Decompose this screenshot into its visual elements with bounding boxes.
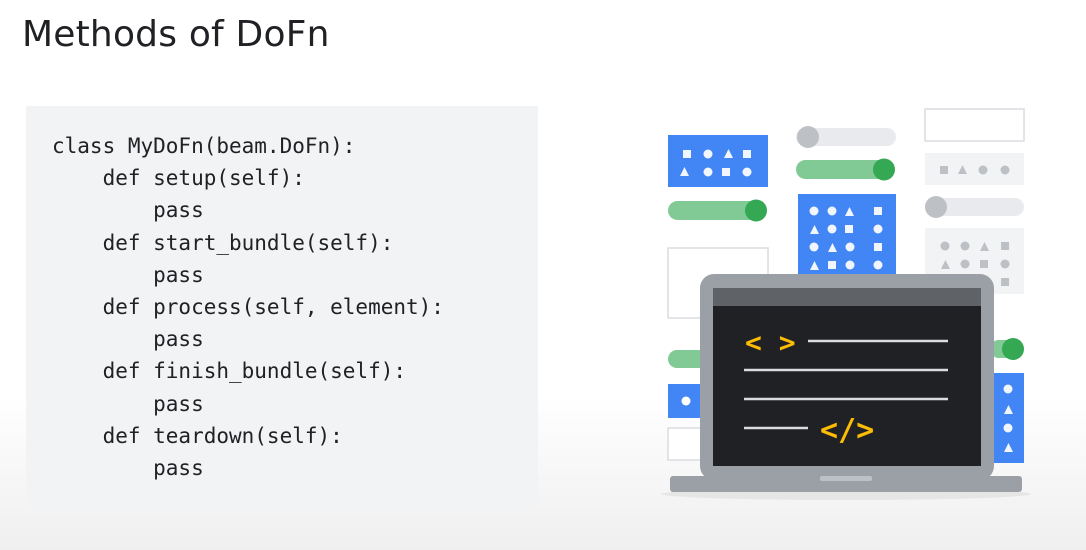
laptop-illustration: < > </>: [640, 100, 1040, 510]
code-line: pass: [52, 198, 204, 223]
code-line: pass: [52, 391, 204, 416]
outline-box-top-right: [924, 108, 1025, 142]
toggle-left: [668, 199, 767, 222]
toggle-top-middle: [796, 126, 896, 148]
blue-tile-right-lower: [994, 373, 1024, 463]
blue-shapes-card-left: [668, 135, 768, 187]
code-open-glyph: < >: [745, 326, 796, 359]
code-block: class MyDoFn(beam.DoFn): def setup(self)…: [52, 130, 444, 484]
code-line: def teardown(self):: [52, 423, 343, 448]
toggle-right-lower: [990, 338, 1024, 360]
blue-shapes-card-middle: [798, 194, 896, 276]
gray-shapes-card-right: [925, 153, 1024, 185]
code-line: def start_bundle(self):: [52, 230, 394, 255]
toggle-left-lower: [668, 350, 708, 368]
code-close-glyph: </>: [820, 413, 874, 448]
toggle-right: [925, 196, 1024, 218]
code-line: pass: [52, 327, 204, 352]
code-panel: class MyDoFn(beam.DoFn): def setup(self)…: [26, 106, 538, 509]
code-line: pass: [52, 456, 204, 481]
blue-tile-left-lower: [668, 384, 706, 418]
code-line: class MyDoFn(beam.DoFn):: [52, 134, 356, 158]
slide-title: Methods of DoFn: [22, 14, 330, 55]
code-line: pass: [52, 262, 204, 287]
laptop: < > </>: [661, 274, 1031, 500]
toggle-middle: [796, 158, 895, 181]
code-line: def finish_bundle(self):: [52, 359, 407, 384]
code-line: def process(self, element):: [52, 295, 444, 320]
code-line: def setup(self):: [52, 166, 305, 191]
